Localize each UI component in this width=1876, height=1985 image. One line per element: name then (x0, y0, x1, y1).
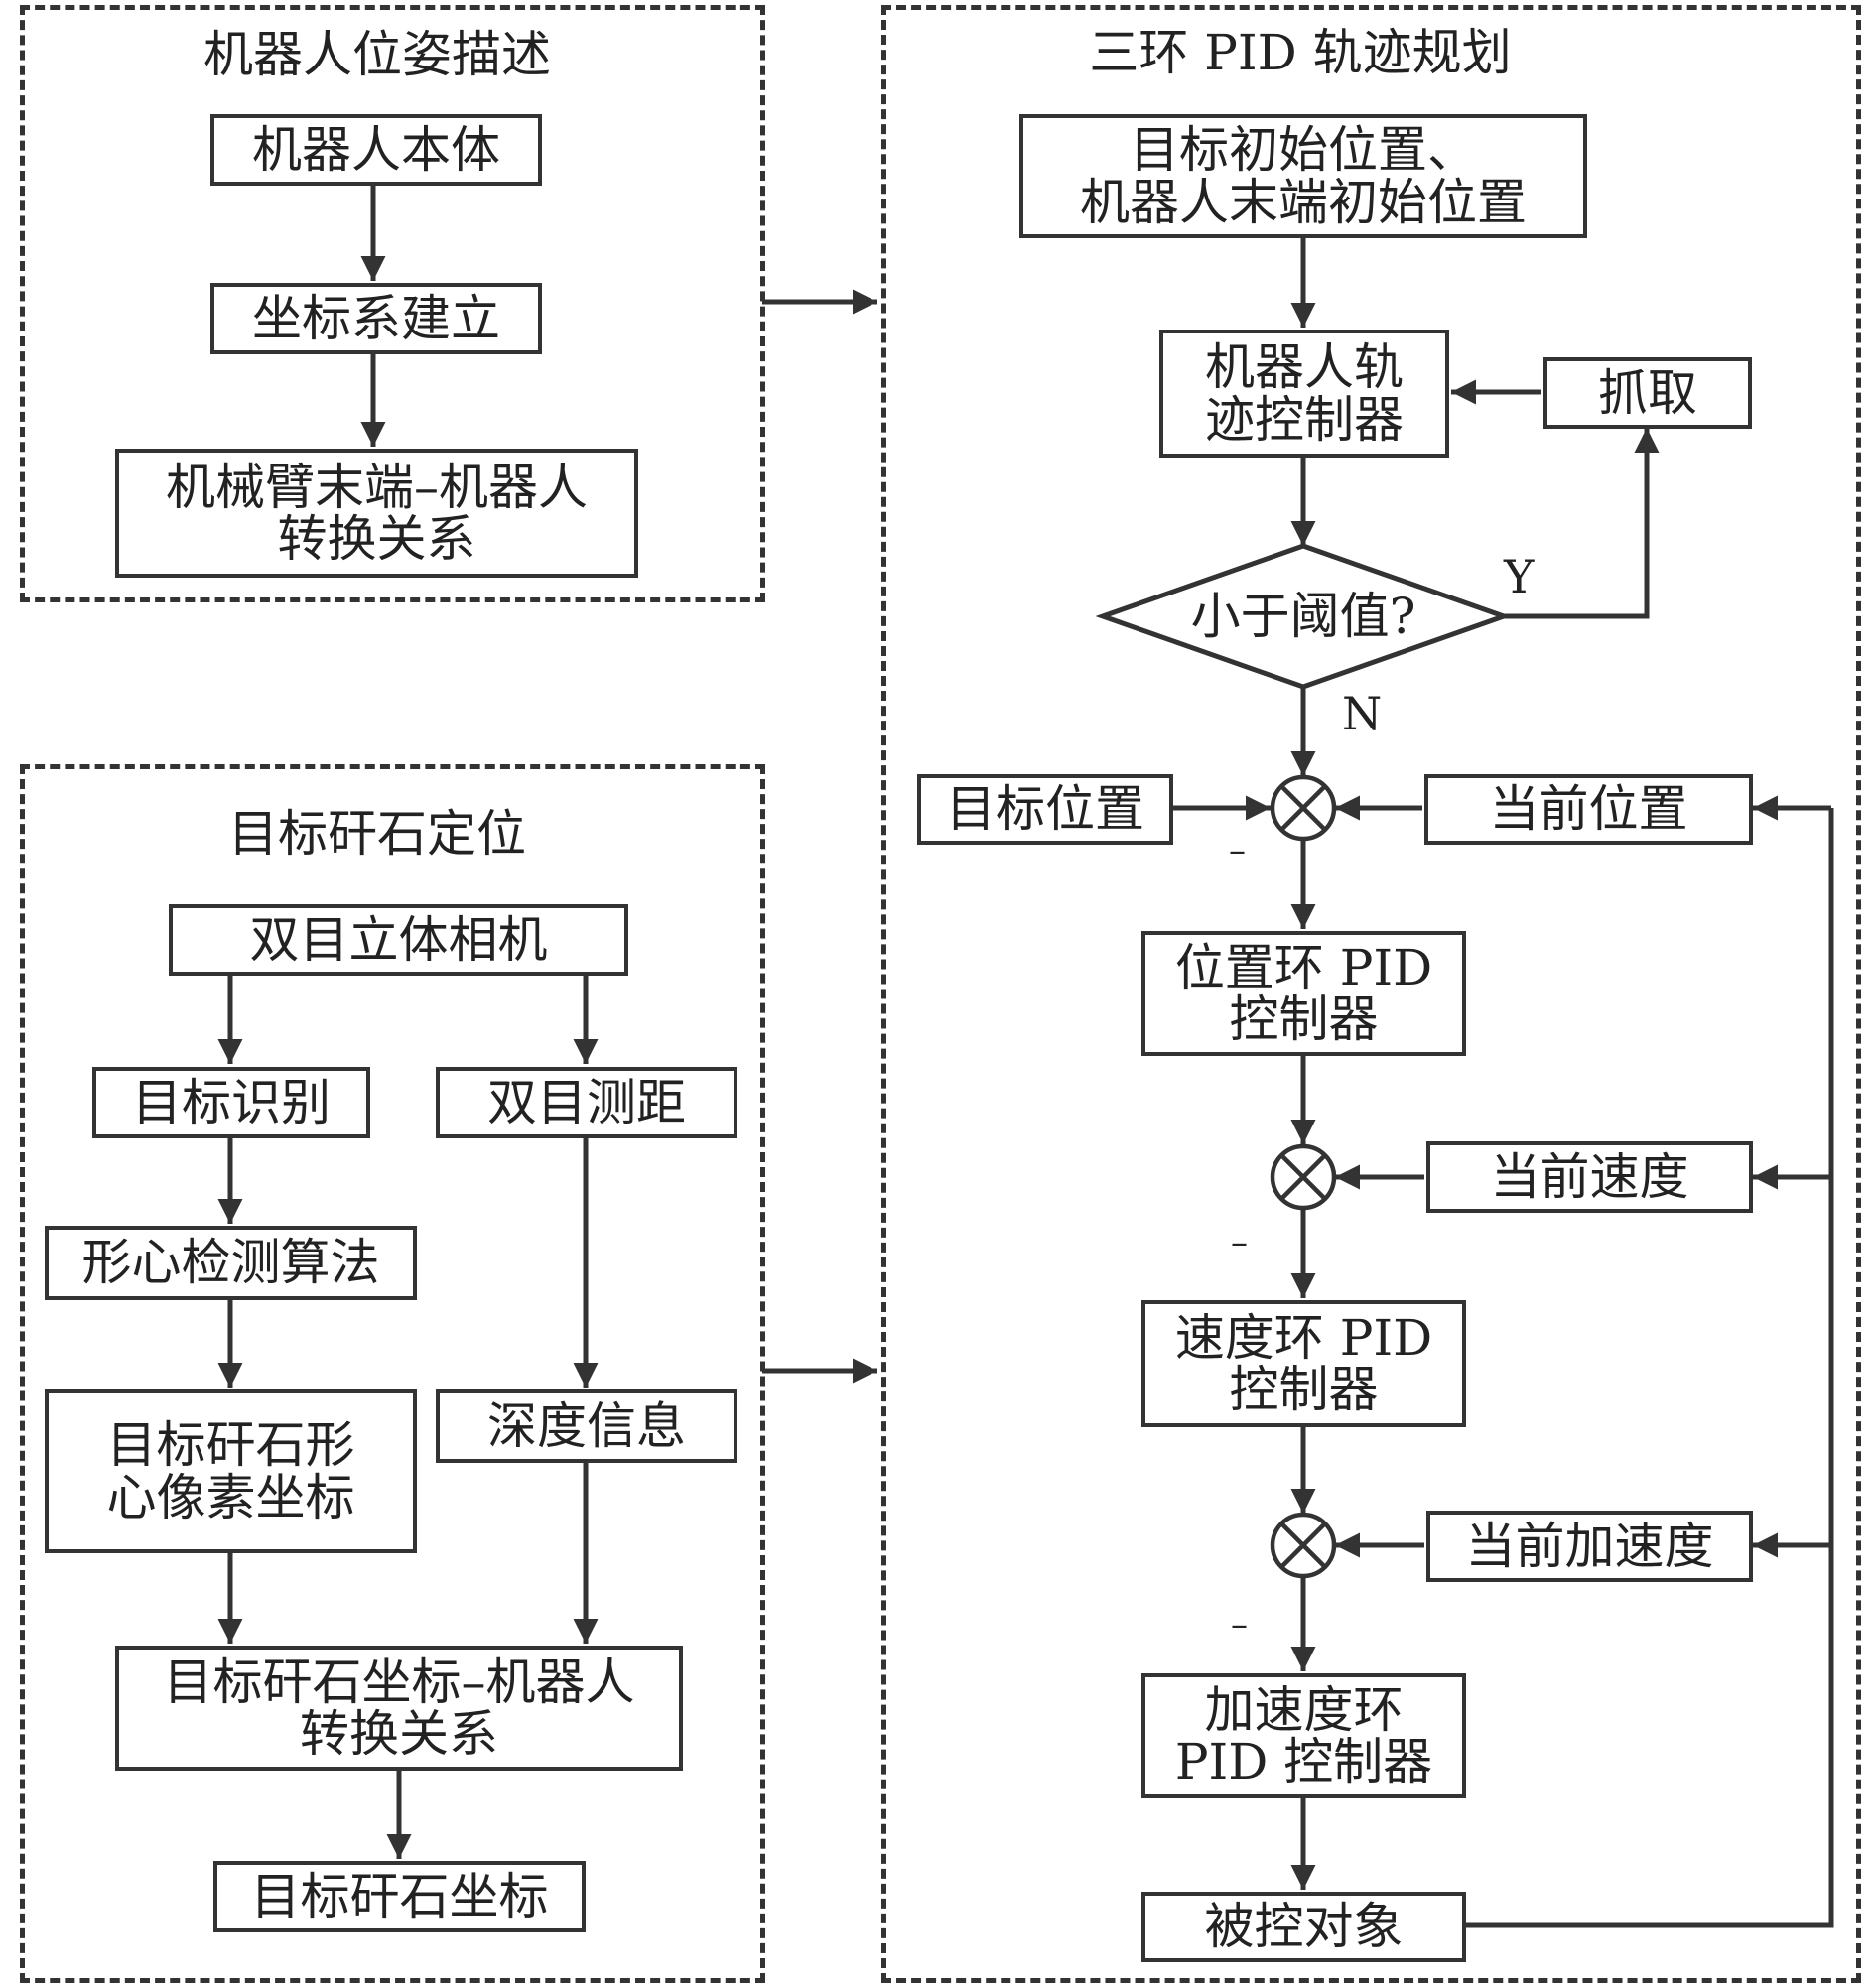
sum-junction-velocity (1270, 1143, 1337, 1211)
region-title-gangue-location: 目标矸石定位 (228, 805, 526, 862)
box-acceleration-pid: 加速度环 PID 控制器 (1141, 1673, 1466, 1798)
region-gangue-location (20, 764, 765, 1983)
minus-sign-acceleration: – (1231, 1605, 1248, 1645)
box-robot-body: 机器人本体 (210, 114, 542, 186)
arrow-decision-yes-to-grab (1504, 428, 1660, 619)
box-current-velocity: 当前速度 (1426, 1141, 1753, 1213)
box-grab: 抓取 (1543, 357, 1752, 429)
region-title-pid-planning: 三环 PID 轨迹规划 (1089, 24, 1512, 81)
box-centroid-pixel-coords: 目标矸石形 心像素坐标 (45, 1390, 417, 1553)
box-target-position: 目标位置 (917, 774, 1173, 845)
box-target-recognition: 目标识别 (92, 1067, 370, 1138)
region-robot-pose (20, 5, 765, 602)
threshold-decision-label: 小于阈值? (1190, 588, 1416, 645)
box-arm-robot-transform: 机械臂末端–机器人 转换关系 (115, 449, 638, 578)
box-gangue-coords: 目标矸石坐标 (213, 1861, 586, 1932)
sum-junction-position (1270, 774, 1337, 842)
box-current-position: 当前位置 (1424, 774, 1753, 845)
box-coordinate-setup: 坐标系建立 (210, 283, 542, 354)
box-depth-info: 深度信息 (436, 1390, 737, 1463)
box-centroid-algorithm: 形心检测算法 (45, 1226, 417, 1300)
minus-sign-position: – (1229, 831, 1246, 870)
region-pid-planning (881, 5, 1861, 1983)
feedback-line (1466, 808, 1834, 1928)
box-current-acceleration: 当前加速度 (1426, 1511, 1753, 1582)
box-plant: 被控对象 (1141, 1892, 1466, 1962)
label-yes: Y (1504, 550, 1535, 603)
box-stereo-camera: 双目立体相机 (169, 904, 628, 976)
minus-sign-velocity: – (1231, 1223, 1248, 1262)
box-gangue-robot-transform: 目标矸石坐标–机器人 转换关系 (115, 1646, 683, 1771)
box-position-pid: 位置环 PID 控制器 (1141, 931, 1466, 1056)
box-velocity-pid: 速度环 PID 控制器 (1141, 1300, 1466, 1427)
box-initial-positions: 目标初始位置、 机器人末端初始位置 (1019, 114, 1587, 238)
sum-junction-acceleration (1270, 1512, 1337, 1579)
box-trajectory-controller: 机器人轨 迹控制器 (1159, 330, 1449, 458)
box-stereo-ranging: 双目测距 (436, 1067, 737, 1138)
region-title-robot-pose: 机器人位姿描述 (203, 26, 551, 83)
label-no: N (1342, 687, 1383, 740)
threshold-decision-diamond (1095, 543, 1512, 690)
